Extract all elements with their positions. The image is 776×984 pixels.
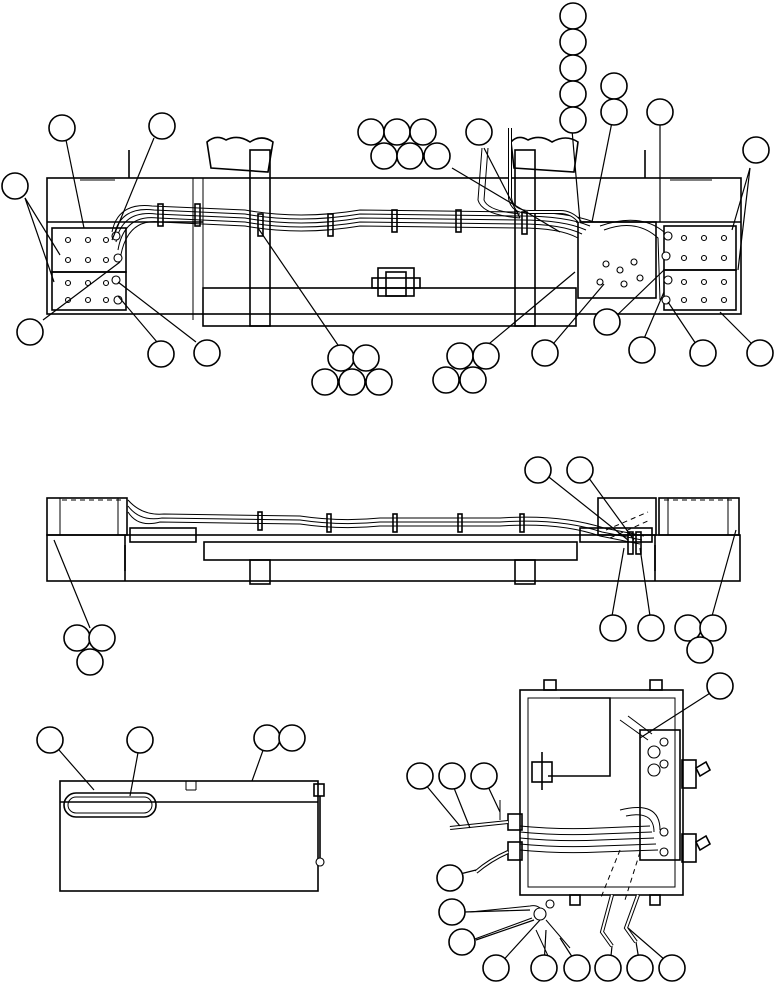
side-view-callouts xyxy=(63,456,727,676)
valve-box-ports xyxy=(596,258,644,288)
callout-bubble xyxy=(530,954,558,982)
callout-bubble xyxy=(126,726,154,754)
callout-bubble xyxy=(311,368,339,396)
callout-bubble xyxy=(599,614,627,642)
callout-bubble xyxy=(1,172,29,200)
callout-bubble xyxy=(465,118,493,146)
callout-bubble xyxy=(438,762,466,790)
callout-bubble xyxy=(406,762,434,790)
right-plate-upper xyxy=(663,225,737,271)
callout-bubble xyxy=(253,724,281,752)
callout-bubble xyxy=(686,636,714,664)
callout-bubble xyxy=(699,614,727,642)
callout-bubble xyxy=(148,112,176,140)
side-crossmember xyxy=(203,541,578,561)
right-fittings xyxy=(661,231,673,305)
callout-bubble xyxy=(76,648,104,676)
frame-crossmember xyxy=(202,287,577,327)
callout-bubble xyxy=(593,308,621,336)
top-hose-bundle xyxy=(111,147,665,301)
callout-bubble xyxy=(432,366,460,394)
callout-bubble xyxy=(559,106,587,134)
junction-box-callouts xyxy=(406,672,734,982)
callout-bubble xyxy=(626,954,654,982)
callout-bubble xyxy=(658,954,686,982)
callout-bubble xyxy=(423,142,451,170)
callout-bubble xyxy=(559,80,587,108)
cover-panel xyxy=(59,780,319,892)
callout-bubble xyxy=(531,339,559,367)
callout-bubble xyxy=(327,344,355,372)
callout-bubble xyxy=(396,142,424,170)
side-view xyxy=(46,497,741,585)
callout-bubble xyxy=(278,724,306,752)
callout-bubble xyxy=(600,72,628,100)
callout-bubble xyxy=(409,118,437,146)
callout-bubble xyxy=(566,456,594,484)
callout-bubble xyxy=(637,614,665,642)
callout-bubble xyxy=(459,366,487,394)
right-column-break xyxy=(510,136,579,173)
left-tank xyxy=(46,497,128,536)
callout-bubble xyxy=(36,726,64,754)
callout-bubble xyxy=(646,98,674,126)
callout-bubble xyxy=(470,762,498,790)
callout-bubble xyxy=(438,898,466,926)
junction-box-detail xyxy=(449,679,712,961)
callout-bubble xyxy=(559,2,587,30)
top-view xyxy=(46,128,742,327)
callout-bubble xyxy=(482,954,510,982)
right-upright xyxy=(514,149,536,327)
callout-bubble xyxy=(370,142,398,170)
right-plate-bolts xyxy=(680,234,728,304)
top-view-leaders xyxy=(24,111,759,359)
left-plate-lower xyxy=(51,271,127,311)
left-plate-bolts xyxy=(64,236,110,304)
callout-bubble xyxy=(352,344,380,372)
callout-bubble xyxy=(448,928,476,956)
side-view-leaders xyxy=(53,469,737,629)
top-clamps xyxy=(157,203,528,237)
callout-bubble xyxy=(628,336,656,364)
panel-hinge xyxy=(313,783,325,867)
junction-box xyxy=(519,689,684,896)
top-view-callouts xyxy=(1,2,774,396)
callout-bubble xyxy=(559,54,587,82)
callout-bubble xyxy=(88,624,116,652)
right-tank xyxy=(658,497,740,536)
callout-bubble xyxy=(594,954,622,982)
callout-bubble xyxy=(147,340,175,368)
callout-bubble xyxy=(357,118,385,146)
valve-box xyxy=(577,221,657,299)
left-column-break xyxy=(206,136,274,173)
callout-bubble xyxy=(706,672,734,700)
callout-bubble xyxy=(16,318,44,346)
cover-panel-view xyxy=(36,724,325,892)
callout-bubble xyxy=(193,339,221,367)
left-fittings xyxy=(111,231,123,305)
callout-bubble xyxy=(559,28,587,56)
callout-bubble xyxy=(600,98,628,126)
callout-bubble xyxy=(63,624,91,652)
center-bracket xyxy=(371,267,421,297)
callout-bubble xyxy=(446,342,474,370)
callout-bubble xyxy=(383,118,411,146)
callout-bubble xyxy=(338,368,366,396)
right-plate-lower xyxy=(663,269,737,311)
side-clamps xyxy=(257,511,642,555)
callout-bubble xyxy=(742,136,770,164)
left-upright xyxy=(249,149,271,327)
callout-bubble xyxy=(689,339,717,367)
callout-bubble xyxy=(472,342,500,370)
callout-bubble xyxy=(524,456,552,484)
callout-bubble xyxy=(436,864,464,892)
callout-bubble xyxy=(365,368,393,396)
frame-outline xyxy=(46,177,742,315)
callout-bubble xyxy=(746,339,774,367)
panel-handle-slot xyxy=(63,792,157,818)
side-frame xyxy=(46,534,741,582)
callout-bubble xyxy=(563,954,591,982)
callout-bubble xyxy=(48,114,76,142)
